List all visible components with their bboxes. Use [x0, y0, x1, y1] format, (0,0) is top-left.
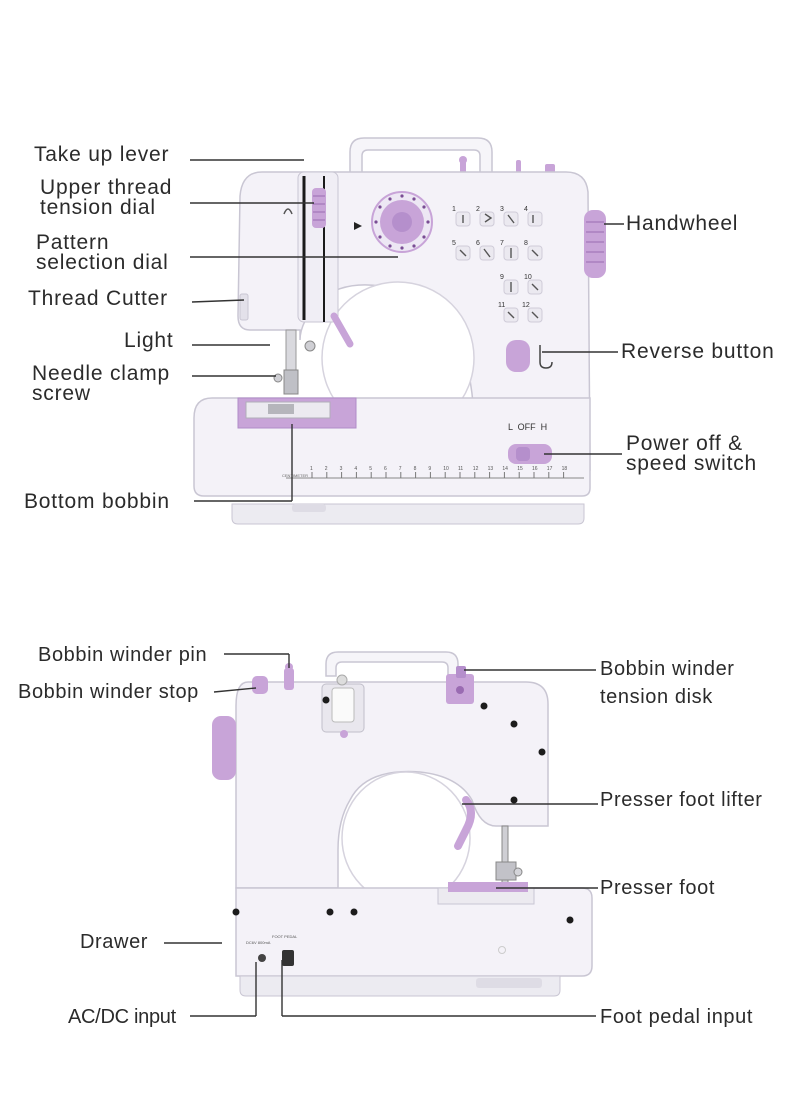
- bobbin-winder-pin: [284, 668, 294, 690]
- label-power-speed-switch: Power off & speed switch: [626, 432, 757, 475]
- stitch-number: 3: [500, 206, 504, 213]
- label-upper-thread-tension-dial-text: Upper thread tension dial: [40, 176, 173, 219]
- ruler-number: 8: [414, 466, 417, 472]
- label-pattern-selection-dial: Pattern selection dial: [36, 231, 169, 274]
- label-bottom-bobbin: Bottom bobbin: [24, 490, 170, 513]
- ac-dc-port: [258, 954, 266, 962]
- front-leader-lines: [190, 159, 624, 502]
- label-bobbin-winder-pin: Bobbin winder pin: [38, 644, 208, 666]
- stitch-chart: [455, 211, 543, 323]
- ruler-number: 9: [428, 466, 431, 472]
- carry-handle: [349, 137, 493, 177]
- ruler-number: 13: [488, 466, 494, 472]
- stitch-number: 2: [476, 206, 480, 213]
- stitch-number: 10: [524, 274, 532, 281]
- ruler-number: 1: [310, 466, 313, 472]
- label-bobbin-winder-tension-disk-text: Bobbin winder tension disk: [600, 658, 735, 708]
- stitch-number: 8: [524, 240, 528, 247]
- carry-handle: [325, 651, 459, 677]
- ruler-number: 11: [458, 466, 463, 472]
- stitch-number: 5: [452, 240, 456, 247]
- presser-foot-lifter: [454, 796, 475, 850]
- label-thread-cutter: Thread Cutter: [28, 287, 168, 310]
- label-light: Light: [124, 329, 174, 352]
- ruler-number: 12: [473, 466, 479, 472]
- ruler-unit: CENTIMETER: [282, 473, 308, 478]
- ruler-number: 18: [562, 466, 568, 472]
- stitch-number: 7: [500, 240, 504, 247]
- ruler-number: 4: [354, 466, 357, 472]
- back-view-machine: DC6V 800mA FOOT PEDAL: [212, 651, 593, 997]
- stitch-number: 4: [524, 206, 528, 213]
- label-drawer: Drawer: [80, 931, 149, 953]
- handwheel: [212, 716, 236, 780]
- thread-panel: [297, 171, 339, 323]
- ruler-number: 2: [325, 466, 328, 472]
- label-upper-thread-tension-dial: Upper thread tension dial: [40, 176, 173, 219]
- stitch-number: 1: [452, 206, 456, 213]
- stitch-number: 6: [476, 240, 480, 247]
- stitch-number: 12: [522, 302, 530, 309]
- label-handwheel: Handwheel: [626, 212, 739, 235]
- ruler-number: 6: [384, 466, 387, 472]
- ruler-number: 15: [517, 466, 523, 472]
- dc-port-mark: DC6V 800mA: [246, 940, 271, 945]
- reverse-button: [506, 340, 530, 372]
- foot-pedal-port: [282, 950, 294, 966]
- label-needle-clamp-screw: Needle clamp screw: [32, 362, 170, 405]
- front-view-machine: 1 2 3 4 5 6 7 8 9 10 11 12: [193, 137, 606, 525]
- label-reverse-button: Reverse button: [621, 340, 775, 363]
- label-bobbin-winder-tension-disk: Bobbin winder tension disk: [600, 655, 735, 711]
- label-bobbin-winder-stop: Bobbin winder stop: [18, 681, 199, 703]
- label-take-up-lever: Take up lever: [34, 143, 170, 166]
- label-foot-pedal-input: Foot pedal input: [600, 1006, 754, 1028]
- label-pattern-selection-dial-text: Pattern selection dial: [36, 231, 169, 274]
- machine-foot: [231, 503, 585, 525]
- bobbin-winder-stop: [252, 676, 268, 694]
- label-presser-foot-lifter: Presser foot lifter: [600, 789, 763, 811]
- ruler-number: 5: [369, 466, 372, 472]
- label-ac-dc-input: AC/DC input: [68, 1006, 176, 1028]
- tension-dial: [312, 188, 326, 228]
- ruler-number: 14: [502, 466, 508, 472]
- stitch-number: 11: [498, 302, 505, 309]
- label-power-speed-switch-text: Power off & speed switch: [626, 432, 757, 475]
- stitch-number: 9: [500, 274, 504, 281]
- switch-marks: L OFF H: [508, 422, 547, 432]
- ruler-number: 10: [443, 466, 449, 472]
- back-leader-lines: [164, 653, 598, 1017]
- label-needle-clamp-screw-text: Needle clamp screw: [32, 362, 170, 405]
- ruler-number: 17: [547, 466, 553, 472]
- ruler-number: 3: [340, 466, 343, 472]
- label-presser-foot: Presser foot: [600, 877, 716, 899]
- screws: [232, 696, 574, 954]
- ruler-number: 7: [399, 466, 402, 472]
- pedal-port-mark: FOOT PEDAL: [272, 934, 298, 939]
- handwheel: [584, 210, 606, 278]
- ruler-number: 16: [532, 466, 538, 472]
